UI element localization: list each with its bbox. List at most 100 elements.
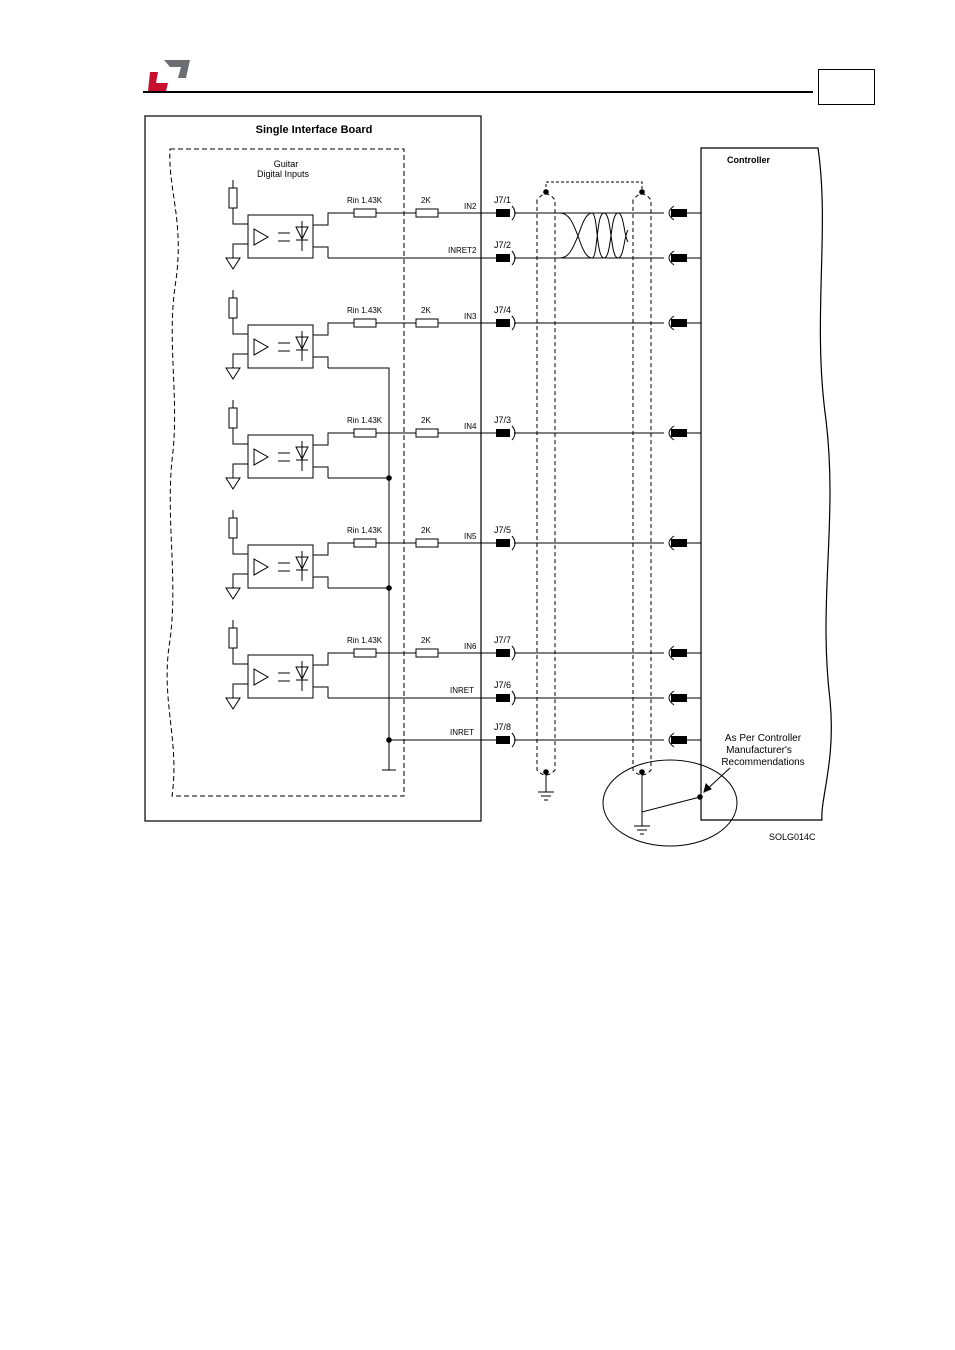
series-resistor [416,209,438,217]
shield-junction [639,189,645,195]
opto-transistor [254,339,268,355]
signal-label: IN6 [464,642,477,651]
wire [313,323,354,335]
signal-label: IN5 [464,532,477,541]
return-label: INRET [450,686,474,695]
bus-junction [386,475,392,481]
connector-label: J7/6 [494,680,511,690]
wire [313,653,354,665]
connector-label: J7/7 [494,635,511,645]
connector-pin [496,736,510,744]
controller-pin [671,649,687,657]
bus-junction [386,585,392,591]
wire [233,464,248,478]
cable-shield-left [537,194,555,775]
pullup-resistor [229,188,237,208]
controller-pin [671,539,687,547]
series-resistor-label: 2K [421,306,431,315]
controller-pin [671,209,687,217]
rin-resistor [354,539,376,547]
opto-transistor [254,229,268,245]
rin-resistor [354,319,376,327]
controller-pin [671,254,687,262]
controller-pin [671,319,687,327]
wire [233,574,248,588]
rin-label: Rin 1.43K [347,526,383,535]
wire [233,538,248,554]
pullup-resistor [229,518,237,538]
rin-label: Rin 1.43K [347,416,383,425]
ground-symbol [226,368,240,379]
wire [313,543,354,555]
connector-label: J7/1 [494,195,511,205]
connector-pin [496,694,510,702]
connector-pin [496,254,510,262]
connector-pin [496,539,510,547]
wire [313,247,328,258]
series-resistor-label: 2K [421,196,431,205]
wire [313,577,328,588]
signal-label: IN3 [464,312,477,321]
series-resistor [416,649,438,657]
bus-junction [386,737,392,743]
controller-pin [671,429,687,437]
board-title: Single Interface Board [256,124,373,136]
ground-symbol [226,698,240,709]
wire [313,467,328,478]
callout-arrowhead [704,784,711,792]
wire [233,244,248,258]
wire [313,357,328,368]
input-channel: Rin 1.43K 2K IN4 J7/3 [226,400,701,489]
opto-transistor [254,669,268,685]
controller-pin [671,694,687,702]
input-channels: Rin 1.43K2KIN2J7/1INRET2J7/2Rin 1.43K2KI… [226,180,701,747]
rin-label: Rin 1.43K [347,196,383,205]
series-resistor [416,539,438,547]
note-line2: Manufacturer's [726,745,792,756]
ground-symbol [226,478,240,489]
wire [233,208,248,224]
series-resistor [416,429,438,437]
input-channel: Rin 1.43K2KIN3J7/4 [226,290,701,379]
wire [233,684,248,698]
wire [313,687,328,698]
pullup-resistor [229,408,237,428]
note-line3: Recommendations [721,757,804,768]
wire [233,318,248,334]
return-label: INRET [450,728,474,737]
note-line1: As Per Controller [725,733,802,744]
pullup-resistor [229,628,237,648]
series-resistor [416,319,438,327]
connector-label: J7/4 [494,305,511,315]
connector-label: J7/5 [494,525,511,535]
pullup-resistor [229,298,237,318]
connector-pin [496,209,510,217]
series-resistor-label: 2K [421,526,431,535]
wire [233,648,248,664]
connector-pin [496,319,510,327]
connector-pin [496,429,510,437]
ground-symbol [226,588,240,599]
connector-label: J7/3 [494,415,511,425]
series-resistor-label: 2K [421,416,431,425]
controller-ground-wire [642,772,700,812]
shield-junction [543,189,549,195]
grounding-callout [603,760,737,846]
return-label: INRET2 [448,246,477,255]
signal-label: IN2 [464,202,477,211]
figure-code: SOLG014C [769,832,816,842]
inputs-title-line2: Digital Inputs [257,169,310,179]
connector-label: J7/2 [494,240,511,250]
signal-label: IN4 [464,422,477,431]
controller-pin [671,736,687,744]
connector-pin [496,649,510,657]
controller-outline [701,148,831,820]
common-return-bus [328,368,389,770]
wire [313,433,354,445]
digital-inputs-region [167,149,404,796]
rin-resistor [354,429,376,437]
